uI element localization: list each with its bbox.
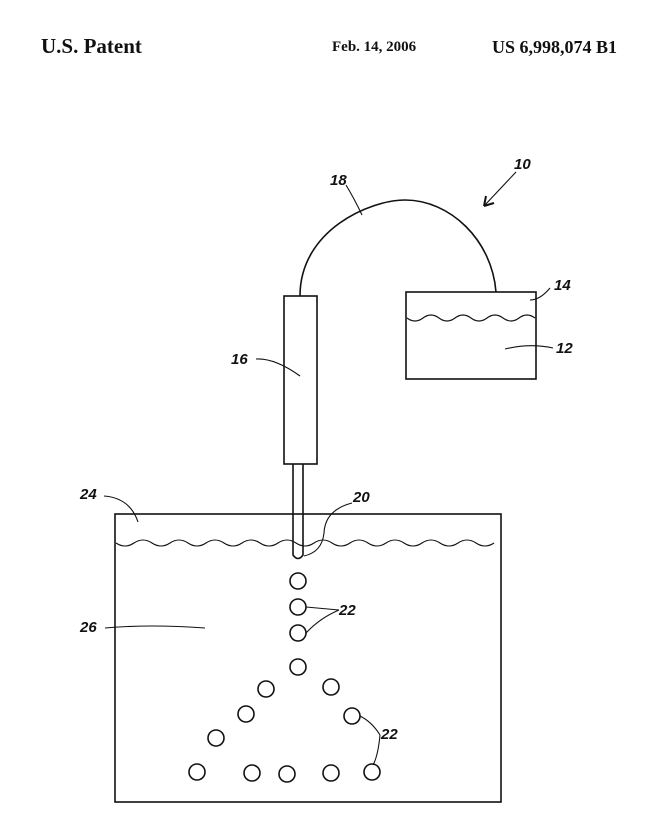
droplet: [207, 729, 225, 747]
droplets: [188, 572, 381, 783]
leader-16: [255, 358, 301, 377]
header-title: U.S. Patent: [41, 34, 142, 58]
droplet: [278, 765, 296, 783]
leader-22-upper: [305, 606, 340, 634]
bath-liquid-surface: [115, 539, 495, 547]
droplet: [363, 763, 381, 781]
label-22-upper: 22: [338, 602, 356, 619]
leader-10: [483, 171, 517, 207]
leader-12: [504, 345, 554, 350]
syringe-body: [283, 295, 318, 465]
leader-24: [103, 495, 139, 523]
label-16: 16: [231, 351, 248, 368]
droplet: [243, 764, 261, 782]
leader-18: [345, 184, 363, 216]
droplet: [343, 707, 361, 725]
droplet: [188, 763, 206, 781]
droplet: [289, 658, 307, 676]
label-22-lower: 22: [380, 726, 398, 743]
leader-26: [104, 625, 206, 629]
tube: [299, 199, 497, 297]
reservoir-fluid-surface: [406, 314, 536, 322]
leader-14: [529, 287, 551, 301]
needle: [292, 464, 304, 560]
droplet: [322, 678, 340, 696]
leader-20: [303, 502, 353, 557]
droplet: [289, 572, 307, 590]
label-12: 12: [556, 340, 573, 357]
header-patent-number: US 6,998,074 B1: [492, 37, 618, 57]
droplet: [322, 764, 340, 782]
label-10: 10: [514, 156, 531, 173]
reservoir-container: [405, 291, 537, 380]
label-26: 26: [79, 619, 97, 636]
arrowhead-10: [483, 195, 495, 207]
droplet: [289, 598, 307, 616]
label-14: 14: [554, 277, 571, 294]
droplet: [237, 705, 255, 723]
label-24: 24: [79, 486, 97, 503]
label-20: 20: [352, 489, 370, 506]
label-18: 18: [330, 172, 347, 189]
droplet: [257, 680, 275, 698]
bath-container: [114, 513, 502, 803]
droplet: [289, 624, 307, 642]
leader-22-lower: [359, 715, 381, 766]
header-date: Feb. 14, 2006: [332, 39, 417, 55]
